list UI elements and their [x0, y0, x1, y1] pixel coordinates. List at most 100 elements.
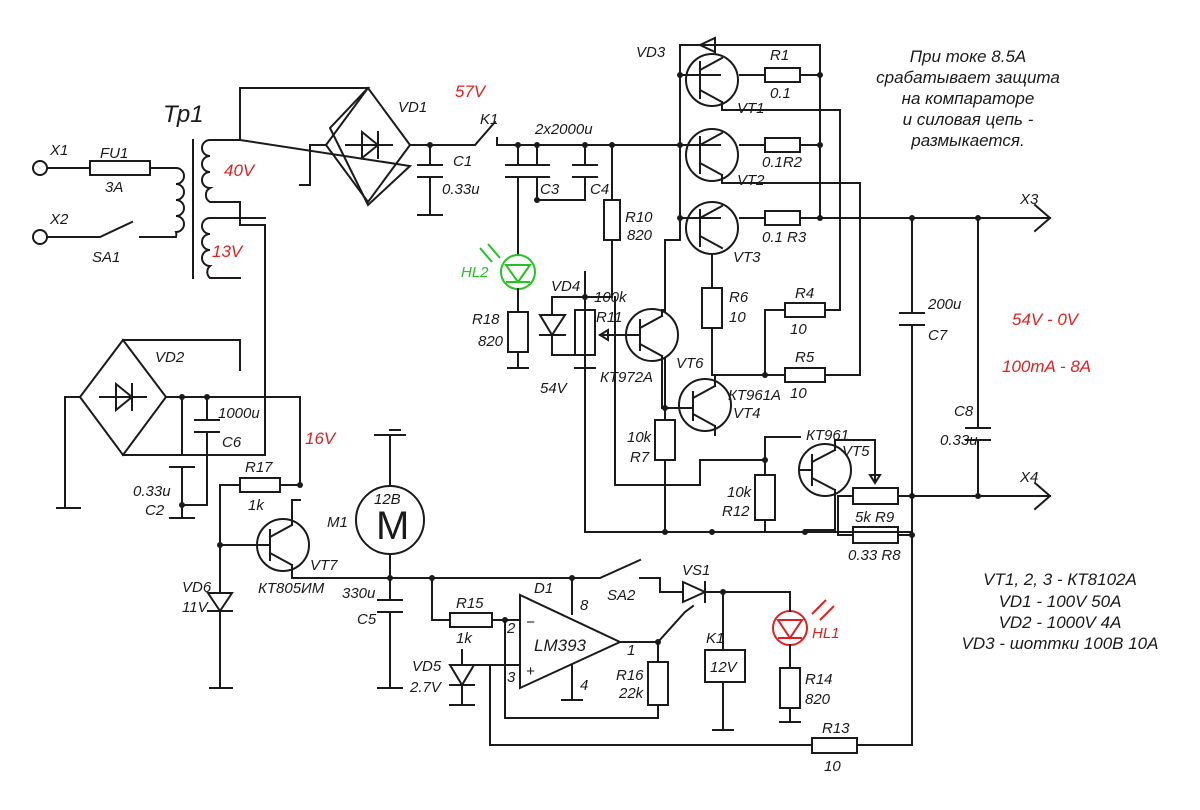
label-13v: 13V [212, 242, 244, 261]
label-r13: R13 [822, 720, 850, 737]
label-r5-value: 10 [790, 385, 807, 402]
label-r13-value: 10 [824, 758, 841, 775]
label-vd6: VD6 [182, 579, 212, 596]
legend-line-3: VD2 - 1000V 4A [999, 613, 1122, 632]
label-vs1: VS1 [682, 562, 710, 579]
label-r11-value: 100k [594, 289, 628, 306]
legend-line-2: VD1 - 100V 50A [999, 592, 1122, 611]
transformer-secondary-40v [201, 139, 241, 203]
label-r16: R16 [616, 667, 644, 684]
label-kt961: КТ961 [806, 427, 849, 444]
label-d1: D1 [534, 580, 553, 597]
label-vd5-value: 2.7V [409, 679, 443, 696]
label-c8-value: 0.33u [940, 432, 978, 449]
led-hl2 [479, 243, 536, 369]
label-x2: X2 [49, 211, 69, 228]
label-c5: C5 [357, 611, 377, 628]
label-r6-value: 10 [729, 309, 746, 326]
label-r4-value: 10 [790, 321, 807, 338]
label-pin2: 2 [506, 620, 516, 637]
label-pin8: 8 [580, 597, 589, 614]
label-x1: X1 [49, 142, 68, 159]
label-sa2: SA2 [607, 587, 636, 604]
label-kt961a: КТ961А [728, 387, 781, 404]
transformer-primary [169, 167, 185, 238]
bridge-vd2 [64, 338, 301, 519]
power-transistors [664, 36, 1051, 481]
label-x3: X3 [1019, 191, 1039, 208]
label-vt4: VT4 [733, 405, 761, 422]
label-r3: 0.1 R3 [762, 229, 807, 246]
label-r6: R6 [729, 289, 749, 306]
legend-line-4: VD3 - шоттки 100В 10А [962, 634, 1159, 653]
terminal-x2 [32, 229, 48, 245]
label-output-current: 100mA - 8A [1002, 357, 1091, 376]
label-c6-value: 1000u [218, 405, 260, 422]
label-vd1: VD1 [398, 99, 427, 116]
note-line-5: размыкается. [910, 131, 1024, 150]
component-legend: VT1, 2, 3 - КТ8102А VD1 - 100V 50A VD2 -… [962, 570, 1159, 653]
label-c3: C3 [540, 181, 560, 198]
label-x4: X4 [1019, 469, 1038, 486]
comparator-lm393 [489, 593, 659, 701]
label-sa1: SA1 [92, 249, 120, 266]
label-57v: 57V [455, 82, 487, 101]
label-r10-value: 820 [627, 227, 653, 244]
label-c2-value: 0.33u [133, 483, 171, 500]
label-r14: R14 [805, 671, 833, 688]
label-k1-coil: K1 [706, 630, 724, 647]
label-r9: 5k R9 [855, 509, 895, 526]
label-vd5: VD5 [412, 658, 442, 675]
label-vt2: VT2 [737, 172, 765, 189]
label-vt5: VT5 [842, 443, 870, 460]
label-c7: C7 [928, 327, 948, 344]
label-c4: C4 [590, 181, 609, 198]
protection-note: При токе 8.5А срабатывает защита на комп… [876, 47, 1060, 150]
label-tp1: Тр1 [163, 101, 204, 128]
label-r16-value: 22k [618, 685, 645, 702]
label-vd2: VD2 [155, 349, 185, 366]
input-section [32, 139, 266, 279]
label-r8: 0.33 R8 [848, 547, 901, 564]
label-k1-voltage: 12V [710, 659, 739, 676]
label-c1-value: 0.33u [442, 181, 480, 198]
label-fu1-value: 3A [105, 179, 123, 196]
terminal-x1 [32, 160, 48, 176]
label-motor-voltage: 12B [374, 491, 401, 508]
label-hl1: HL1 [812, 625, 840, 642]
legend-line-1: VT1, 2, 3 - КТ8102А [983, 570, 1137, 589]
fuse-fu1 [89, 160, 151, 176]
label-c6: C6 [222, 434, 242, 451]
label-vd3: VD3 [636, 44, 666, 61]
label-vd4: VD4 [551, 278, 580, 295]
note-line-2: срабатывает защита [876, 68, 1060, 87]
label-r18: R18 [472, 311, 500, 328]
label-r1-value: 0.1 [770, 85, 791, 102]
label-output-voltage: 54V - 0V [1012, 310, 1080, 329]
label-54v: 54V [540, 380, 569, 397]
transistor-vt4 [678, 378, 732, 432]
note-line-1: При токе 8.5А [910, 47, 1027, 66]
label-vt3: VT3 [733, 249, 761, 266]
label-r1: R1 [770, 47, 789, 64]
label-c2: C2 [145, 502, 165, 519]
label-r2: 0.1R2 [762, 154, 803, 171]
label-r15-value: 1k [456, 630, 473, 647]
note-line-4: и силовая цепь - [903, 110, 1034, 129]
label-r17-value: 1k [248, 497, 265, 514]
note-line-3: на компараторе [902, 89, 1035, 108]
label-pin3: 3 [507, 669, 516, 686]
label-r4: R4 [795, 285, 814, 302]
label-fu1: FU1 [100, 145, 128, 162]
label-c1: C1 [453, 153, 472, 170]
motor-m1 [355, 434, 425, 579]
label-vt6: VT6 [676, 355, 704, 372]
label-c3c4: 2x2000u [534, 121, 593, 138]
label-16v: 16V [305, 429, 337, 448]
label-vd6-value: 11V [182, 599, 210, 616]
bridge-vd1 [239, 86, 446, 341]
label-pin1: 1 [627, 642, 635, 659]
label-r12-value: 10k [727, 484, 753, 501]
label-lm393: LM393 [534, 636, 587, 655]
led-hl1 [772, 591, 835, 723]
